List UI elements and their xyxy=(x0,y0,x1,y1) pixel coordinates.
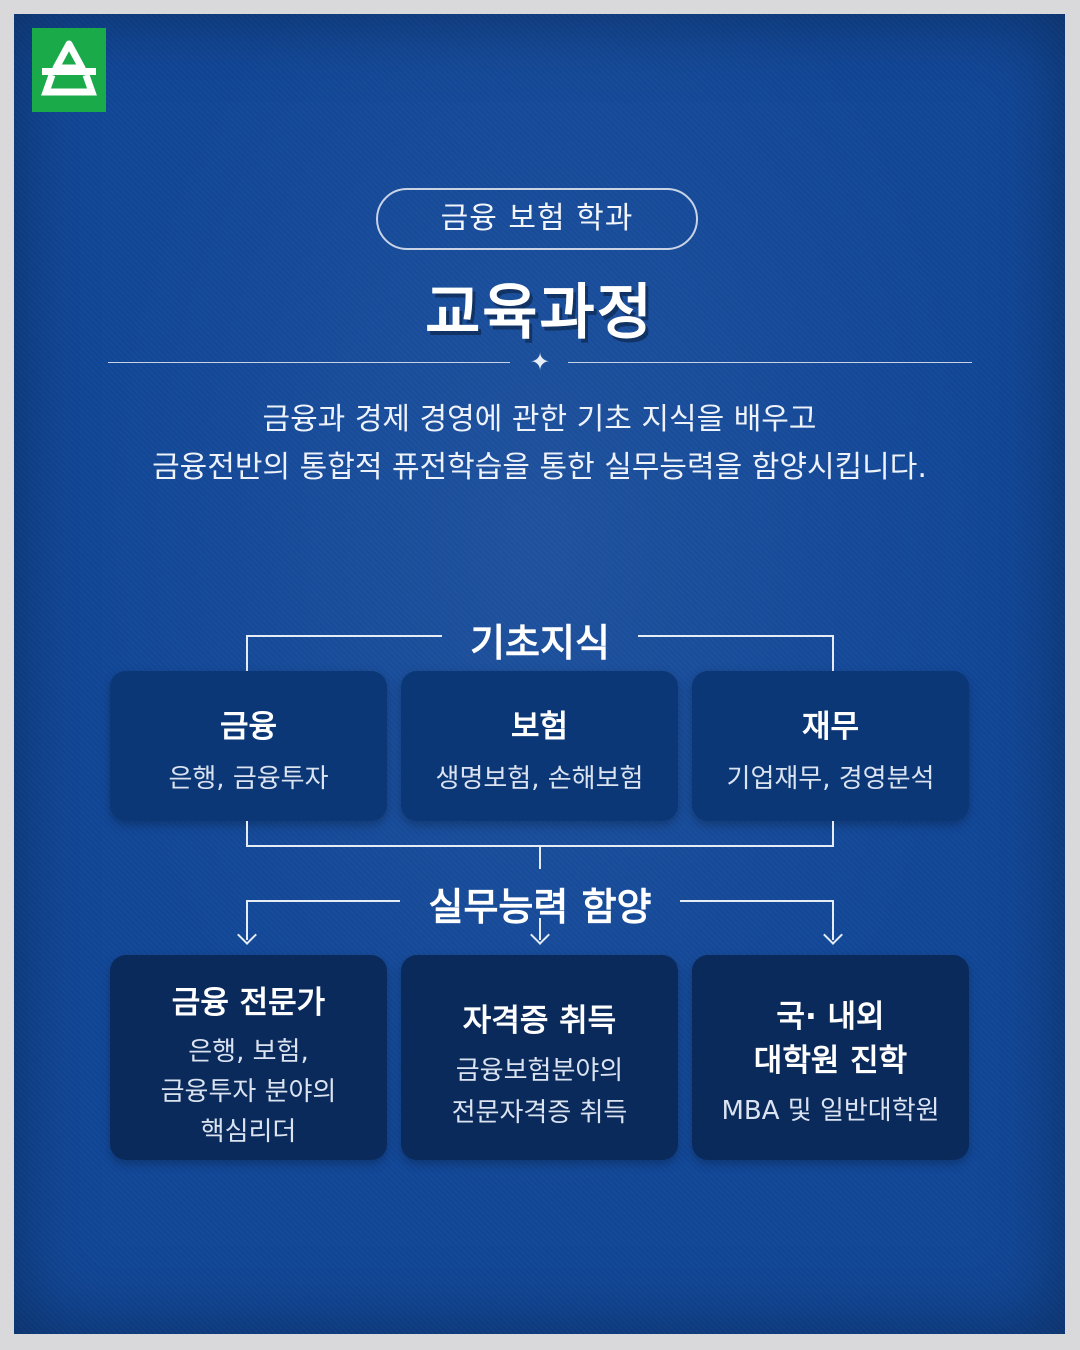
foundation-card-finance: 금융 은행, 금융투자 xyxy=(110,671,387,821)
divider-right xyxy=(568,362,972,363)
bracket-top-right xyxy=(638,635,834,637)
logo-mark xyxy=(41,40,97,96)
card-heading-1: 국· 내외 xyxy=(776,999,885,1035)
card-subtext-3: 핵심리더 xyxy=(200,1117,297,1147)
bracket-bottom-left-rise xyxy=(246,821,248,847)
card-heading-2: 대학원 진학 xyxy=(753,1043,908,1079)
card-subtext-2: 전문자격증 취득 xyxy=(451,1098,628,1128)
card-subtext-2: 금융투자 분야의 xyxy=(160,1077,337,1107)
card-heading: 재무 xyxy=(801,709,860,745)
practice-card-expert: 금융 전문가 은행, 보험, 금융투자 분야의 핵심리더 xyxy=(110,955,387,1160)
card-subtext: 기업재무, 경영분석 xyxy=(726,764,935,794)
foundation-card-insurance: 보험 생명보험, 손해보험 xyxy=(401,671,678,821)
card-heading: 보험 xyxy=(510,709,569,745)
practice-card-graduate-school: 국· 내외 대학원 진학 MBA 및 일반대학원 xyxy=(692,955,969,1160)
arrow-left-horizontal xyxy=(246,900,400,902)
bracket-stem xyxy=(539,845,541,869)
divider-left xyxy=(108,362,510,363)
foundation-card-corporate-finance: 재무 기업재무, 경영분석 xyxy=(692,671,969,821)
arrow-down-icon xyxy=(823,925,843,945)
intro-line-1: 금융과 경제 경영에 관한 기초 지식을 배우고 xyxy=(262,402,817,437)
card-heading: 금융 xyxy=(219,709,278,745)
arrow-right-stem xyxy=(832,900,834,940)
card-subtext-1: 은행, 보험, xyxy=(188,1037,309,1067)
card-subtext: 은행, 금융투자 xyxy=(168,764,329,794)
arrow-left-stem xyxy=(246,900,248,940)
poster: 금융 보험 학과 교육과정 ✦ 금융과 경제 경영에 관한 기초 지식을 배우고… xyxy=(14,14,1065,1334)
arrow-right-horizontal xyxy=(680,900,834,902)
card-subtext-1: 금융보험분야의 xyxy=(455,1056,624,1086)
card-subtext: 생명보험, 손해보험 xyxy=(435,764,644,794)
arrow-down-icon xyxy=(237,925,257,945)
bracket-top-left xyxy=(246,635,442,637)
foundation-title: 기초지식 xyxy=(470,621,610,665)
department-pill: 금융 보험 학과 xyxy=(376,188,698,250)
bracket-bottom-right-rise xyxy=(832,821,834,847)
page-title: 교육과정 xyxy=(425,278,654,348)
logo xyxy=(32,28,106,112)
practice-card-certification: 자격증 취득 금융보험분야의 전문자격증 취득 xyxy=(401,955,678,1160)
sparkle-icon: ✦ xyxy=(529,348,551,376)
card-subtext-1: MBA 및 일반대학원 xyxy=(721,1096,940,1126)
card-heading: 금융 전문가 xyxy=(171,985,326,1021)
intro-line-2: 금융전반의 통합적 퓨전학습을 통한 실무능력을 함양시킵니다. xyxy=(152,450,927,485)
card-heading: 자격증 취득 xyxy=(462,1003,617,1039)
bracket-top-left-drop xyxy=(246,635,248,671)
arrow-center-stem xyxy=(539,918,541,940)
bracket-top-right-drop xyxy=(832,635,834,671)
